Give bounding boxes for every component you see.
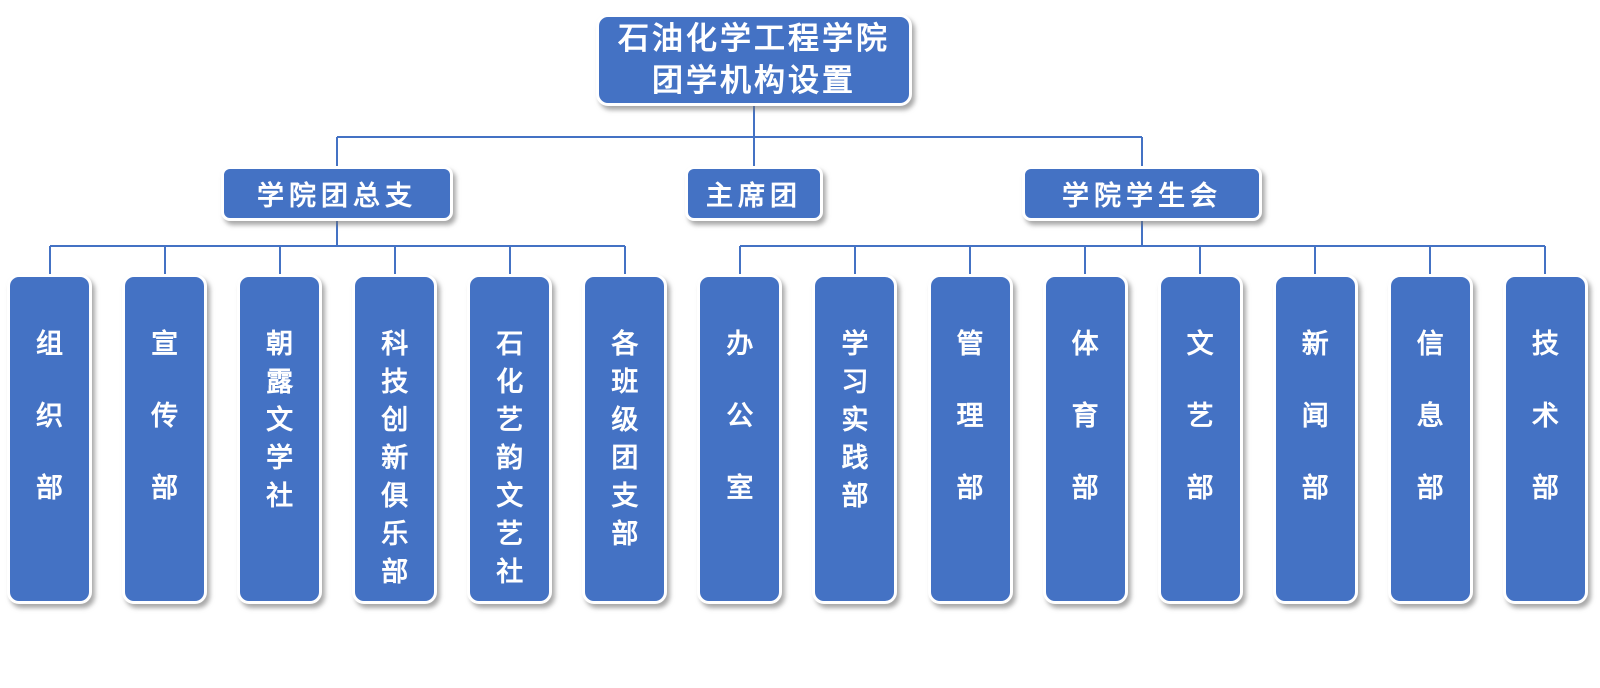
leaf-node-news-dept: 新闻部 <box>1272 274 1358 604</box>
leaf-node-information-dept: 信息部 <box>1387 274 1473 604</box>
leaf-node-arts-dept: 文艺部 <box>1157 274 1243 604</box>
leaf-label: 信息部 <box>1416 329 1444 504</box>
leaf-label: 新闻部 <box>1301 329 1329 504</box>
leaf-label: 科技创新俱乐部 <box>381 329 409 588</box>
branch-node-league-general-branch: 学院团总支 <box>221 166 453 221</box>
leaf-node-study-practice-dept: 学习实践部 <box>812 274 898 604</box>
leaf-node-publicity-dept: 宣传部 <box>122 274 208 604</box>
leaf-label: 各班级团支部 <box>611 329 639 550</box>
leaf-label: 学习实践部 <box>841 329 869 512</box>
branch-node-student-union: 学院学生会 <box>1022 166 1262 221</box>
leaf-node-shihua-yiyun-art-society: 石化艺韵文艺社 <box>467 274 553 604</box>
leaf-node-sports-dept: 体育部 <box>1042 274 1128 604</box>
leaf-label: 办公室 <box>726 329 754 504</box>
leaf-node-class-league-branches: 各班级团支部 <box>582 274 668 604</box>
branch-label: 主席团 <box>706 181 802 212</box>
root-node: 石油化学工程学院 团学机构设置 <box>596 14 912 106</box>
leaf-node-organization-dept: 组织部 <box>7 274 92 604</box>
leaf-label: 体育部 <box>1071 329 1099 504</box>
leaf-node-office: 办公室 <box>697 274 783 604</box>
leaf-node-technology-dept: 技术部 <box>1502 274 1588 604</box>
root-title-line1: 石油化学工程学院 <box>618 21 890 57</box>
branch-label: 学院团总支 <box>257 181 417 212</box>
leaf-label: 宣传部 <box>151 329 179 504</box>
leaf-label: 组织部 <box>36 329 63 504</box>
leaf-label: 石化艺韵文艺社 <box>496 329 524 588</box>
leaf-label: 技术部 <box>1531 329 1559 504</box>
branch-label: 学院学生会 <box>1062 181 1222 212</box>
leaf-label: 朝露文学社 <box>266 329 294 512</box>
leaf-node-management-dept: 管理部 <box>927 274 1013 604</box>
branch-node-presidium: 主席团 <box>685 166 823 221</box>
leaf-label: 管理部 <box>956 329 984 504</box>
root-title-line2: 团学机构设置 <box>652 63 856 99</box>
leaf-label: 文艺部 <box>1186 329 1214 504</box>
leaf-node-zhaolu-literature-society: 朝露文学社 <box>237 274 323 604</box>
leaf-node-sci-tech-innovation-club: 科技创新俱乐部 <box>352 274 438 604</box>
leaf-row: 组织部 宣传部 朝露文学社 科技创新俱乐部 石化艺韵文艺社 各班级团支部 办公室… <box>7 274 1588 604</box>
